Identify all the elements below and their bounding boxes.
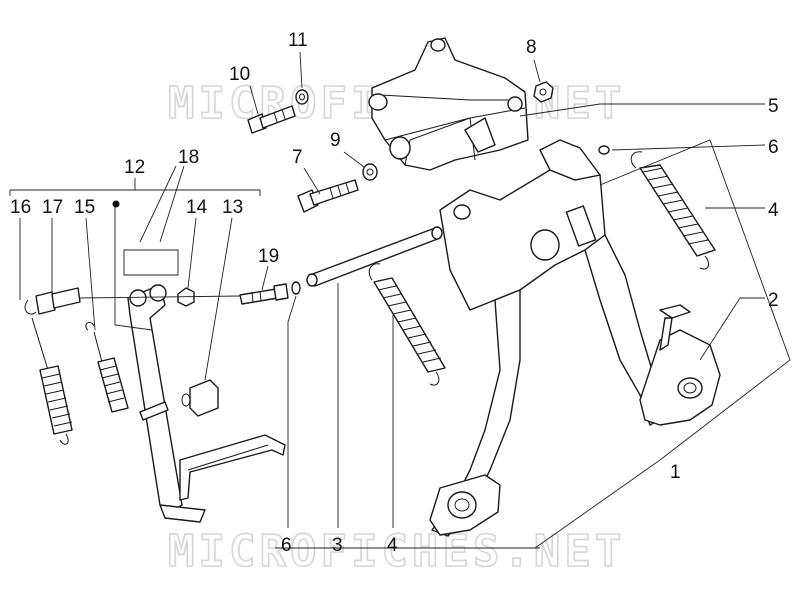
- callout-10: 10: [229, 64, 250, 85]
- callout-labels: 1 2 3 4 4 5 6 6 7 8 9 10 11 12 13 14 15 …: [10, 30, 779, 556]
- centre-stand: [429, 139, 721, 537]
- callout-3: 3: [332, 535, 343, 556]
- pivot-rod: [306, 226, 443, 287]
- spring-upper-right: [630, 151, 716, 270]
- side-stand: [127, 284, 286, 523]
- bolt-19: [239, 283, 289, 305]
- callout-19: 19: [258, 246, 279, 267]
- rubber-stop-13: [181, 379, 219, 417]
- washer-right: [598, 145, 610, 155]
- watermark-bottom: MICROFICHES.NET: [168, 526, 625, 577]
- mounting-bracket: [368, 37, 529, 171]
- callout-4-bottom: 4: [387, 535, 398, 556]
- spring-15: [85, 321, 129, 413]
- washer-9: [362, 163, 378, 181]
- bolt-10: [247, 105, 296, 134]
- stand-pad: [659, 304, 691, 351]
- callout-18: 18: [178, 147, 199, 168]
- washer-11: [295, 89, 309, 105]
- stop-pin: [139, 401, 169, 421]
- nut-8: [533, 81, 554, 103]
- callout-13: 13: [222, 197, 243, 218]
- callout-9: 9: [330, 130, 341, 151]
- callout-12: 12: [124, 157, 145, 178]
- callout-7: 7: [292, 147, 303, 168]
- reference-dot: [112, 200, 120, 208]
- bolt-7: [297, 179, 359, 213]
- washer-rod: [291, 281, 301, 295]
- callout-15: 15: [74, 197, 95, 218]
- pivot-bolt-17: [35, 287, 81, 315]
- callout-14: 14: [186, 197, 208, 218]
- callout-5: 5: [768, 96, 779, 117]
- spring-16: [24, 299, 73, 445]
- callout-11: 11: [288, 30, 308, 51]
- callout-6-right: 6: [768, 137, 779, 158]
- callout-16: 16: [10, 197, 31, 218]
- callout-8: 8: [526, 37, 537, 58]
- callout-1: 1: [670, 462, 681, 483]
- callout-4-right: 4: [768, 200, 779, 221]
- callout-17: 17: [42, 197, 63, 218]
- callout-2: 2: [768, 290, 779, 311]
- spring-centre: [368, 263, 446, 386]
- leader-lines: [9, 51, 791, 549]
- callout-6-bottom: 6: [281, 535, 292, 556]
